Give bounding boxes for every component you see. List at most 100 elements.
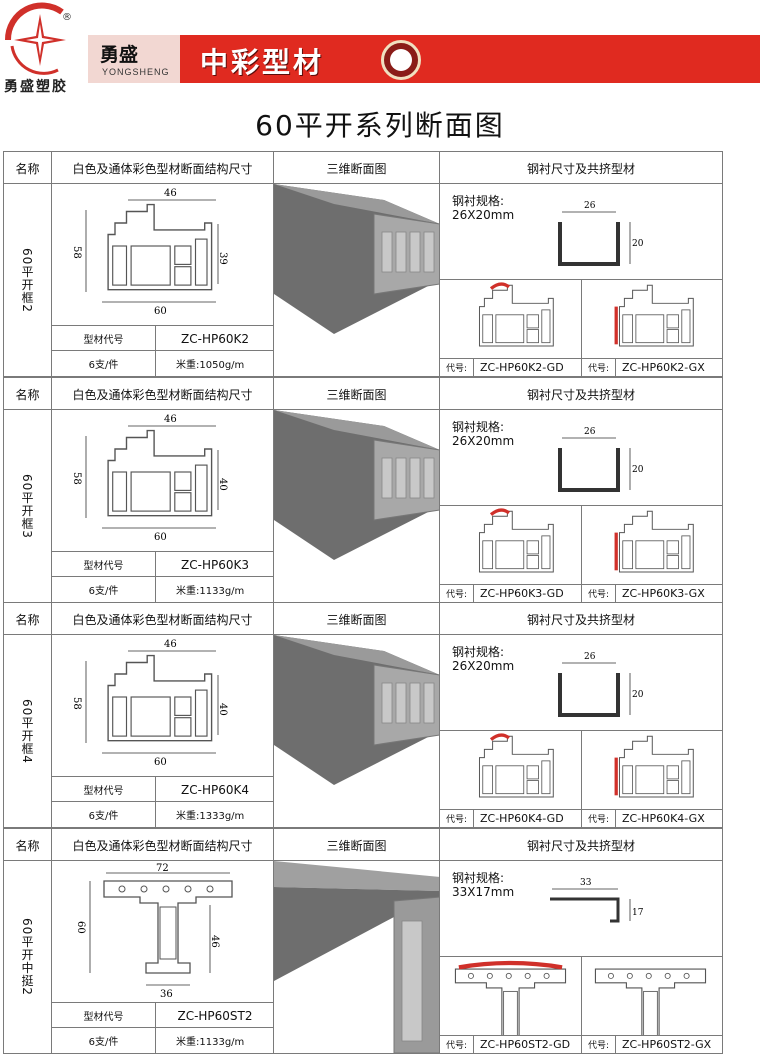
profile-section-1: 名称 白色及通体彩色型材断面结构尺寸 三维断面图 钢衬尺寸及共挤型材 60平开框… <box>3 151 723 377</box>
pack-row: 6支/件 米重:1133g/m <box>52 577 274 602</box>
coextruded-gx: 代号: ZC-HP60K4-GX <box>582 731 722 828</box>
profile-code: ZC-HP60K2 <box>181 331 249 346</box>
code-prefix: 代号: <box>440 1035 474 1054</box>
coextruded-gx-code-row: 代号: ZC-HP60K3-GX <box>582 584 722 603</box>
section-header-row: 名称 白色及通体彩色型材断面结构尺寸 三维断面图 钢衬尺寸及共挤型材 <box>4 829 722 861</box>
pack-row: 6支/件 米重:1133g/m <box>52 1028 274 1053</box>
coextruded-gd-code: ZC-HP60ST2-GD <box>480 1038 571 1051</box>
render-shape <box>274 861 439 1053</box>
steel-height: 20 <box>632 690 644 700</box>
coextruded-gx-code: ZC-HP60K4-GX <box>622 812 705 825</box>
code-label: 型材代号 <box>52 552 156 577</box>
dim-base: 60 <box>154 306 167 317</box>
coextruded-gd-code-row: 代号: ZC-HP60K2-GD <box>440 358 581 377</box>
steel-width: 26 <box>584 652 596 662</box>
logo-text: 勇盛塑胶 <box>4 79 68 95</box>
coextruded-gx-code-row: 代号: ZC-HP60K2-GX <box>582 358 722 377</box>
dim-base: 60 <box>154 757 167 768</box>
steel-height: 20 <box>632 239 644 249</box>
meter-weight: 米重:1333g/m <box>176 811 245 822</box>
coextruded-gd: 代号: ZC-HP60K3-GD <box>440 506 582 603</box>
coextruded-gd: 代号: ZC-HP60ST2-GD <box>440 957 582 1054</box>
coextruded-gd: 代号: ZC-HP60K4-GD <box>440 731 582 828</box>
steel-spec-size: 26X20mm <box>452 434 515 448</box>
profile-3d-render <box>274 861 440 1053</box>
certification-seal-icon <box>381 40 421 80</box>
profile-3d-render <box>274 410 440 602</box>
pack-row: 6支/件 米重:1333g/m <box>52 802 274 827</box>
profile-name: 60平开框4 <box>4 635 52 827</box>
page-title: 60平开系列断面图 <box>255 109 505 142</box>
meter-weight: 米重:1050g/m <box>176 360 245 371</box>
profile-name: 60平开框3 <box>4 410 52 602</box>
coextruded-gx-drawing <box>614 284 694 347</box>
dim-height: 58 <box>71 246 82 259</box>
profile-code: ZC-HP60K4 <box>181 782 249 797</box>
code-label: 型材代号 <box>52 1003 156 1028</box>
dim-height: 60 <box>75 921 86 934</box>
coextruded-gx-code-row: 代号: ZC-HP60K4-GX <box>582 809 722 828</box>
steel-spec-size: 33X17mm <box>452 885 515 899</box>
steel-spec-label: 钢衬规格: <box>452 194 505 208</box>
steel-spec-label: 钢衬规格: <box>452 645 505 659</box>
steel-width: 26 <box>584 427 596 437</box>
code-row: 型材代号 ZC-HP60ST2 <box>52 1003 274 1028</box>
dimension-drawing: 46 58 39 60 <box>52 184 274 326</box>
coextruded-gd-drawing <box>478 733 554 798</box>
brand-banner-left <box>88 35 180 83</box>
header-steel: 钢衬尺寸及共挤型材 <box>526 612 635 627</box>
code-prefix: 代号: <box>440 358 474 377</box>
steel-spec-size: 26X20mm <box>452 659 515 673</box>
render-shape <box>274 410 439 560</box>
profile-code: ZC-HP60K3 <box>181 557 249 572</box>
registered-mark: ® <box>62 12 72 23</box>
header-name: 名称 <box>4 378 52 410</box>
code-row: 型材代号 ZC-HP60K2 <box>52 326 274 351</box>
code-label: 型材代号 <box>52 326 156 351</box>
dimension-lines: 46 58 39 60 <box>71 188 228 317</box>
header-name: 名称 <box>4 152 52 184</box>
coextruded-gx: 代号: ZC-HP60K3-GX <box>582 506 722 603</box>
pack-quantity: 6支/件 <box>52 1028 156 1053</box>
dim-inner: 39 <box>217 252 228 265</box>
code-label: 型材代号 <box>52 777 156 802</box>
code-prefix: 代号: <box>582 584 616 603</box>
steel-width: 33 <box>580 878 592 888</box>
coextruded-gx-code: ZC-HP60K3-GX <box>622 587 705 600</box>
header-name: 名称 <box>4 829 52 861</box>
code-prefix: 代号: <box>440 809 474 828</box>
code-row: 型材代号 ZC-HP60K3 <box>52 552 274 577</box>
coextruded-gx-drawing <box>614 510 694 573</box>
render-shape <box>274 635 439 785</box>
dim-base: 60 <box>154 532 167 543</box>
code-prefix: 代号: <box>582 809 616 828</box>
code-prefix: 代号: <box>582 358 616 377</box>
coextruded-gd-drawing <box>478 508 554 573</box>
header-dimensions: 白色及通体彩色型材断面结构尺寸 <box>52 603 274 635</box>
dim-inner: 40 <box>217 703 228 716</box>
coextruded-gd-code: ZC-HP60K4-GD <box>480 812 564 825</box>
header-name: 名称 <box>4 603 52 635</box>
header-3d: 三维断面图 <box>274 829 440 861</box>
coextruded-gx-code: ZC-HP60K2-GX <box>622 361 705 374</box>
steel-liner-drawing: 26 20 <box>558 427 644 492</box>
company-logo: ® 勇盛塑胶 <box>0 0 90 95</box>
header-dimensions: 白色及通体彩色型材断面结构尺寸 <box>52 378 274 410</box>
coextruded-gx: 代号: ZC-HP60K2-GX <box>582 280 722 377</box>
render-shape <box>274 184 439 334</box>
pack-quantity: 6支/件 <box>52 802 156 827</box>
profile-name: 60平开中挺2 <box>4 861 52 1053</box>
profile-3d-render <box>274 184 440 376</box>
dim-width: 46 <box>164 414 177 425</box>
section-header-row: 名称 白色及通体彩色型材断面结构尺寸 三维断面图 钢衬尺寸及共挤型材 <box>4 378 722 410</box>
steel-spec-label: 钢衬规格: <box>452 871 505 885</box>
section-header-row: 名称 白色及通体彩色型材断面结构尺寸 三维断面图 钢衬尺寸及共挤型材 <box>4 603 722 635</box>
steel-height: 20 <box>632 465 644 475</box>
dim-inner: 40 <box>217 478 228 491</box>
meter-weight: 米重:1133g/m <box>176 586 245 597</box>
dim-width: 46 <box>164 188 177 199</box>
